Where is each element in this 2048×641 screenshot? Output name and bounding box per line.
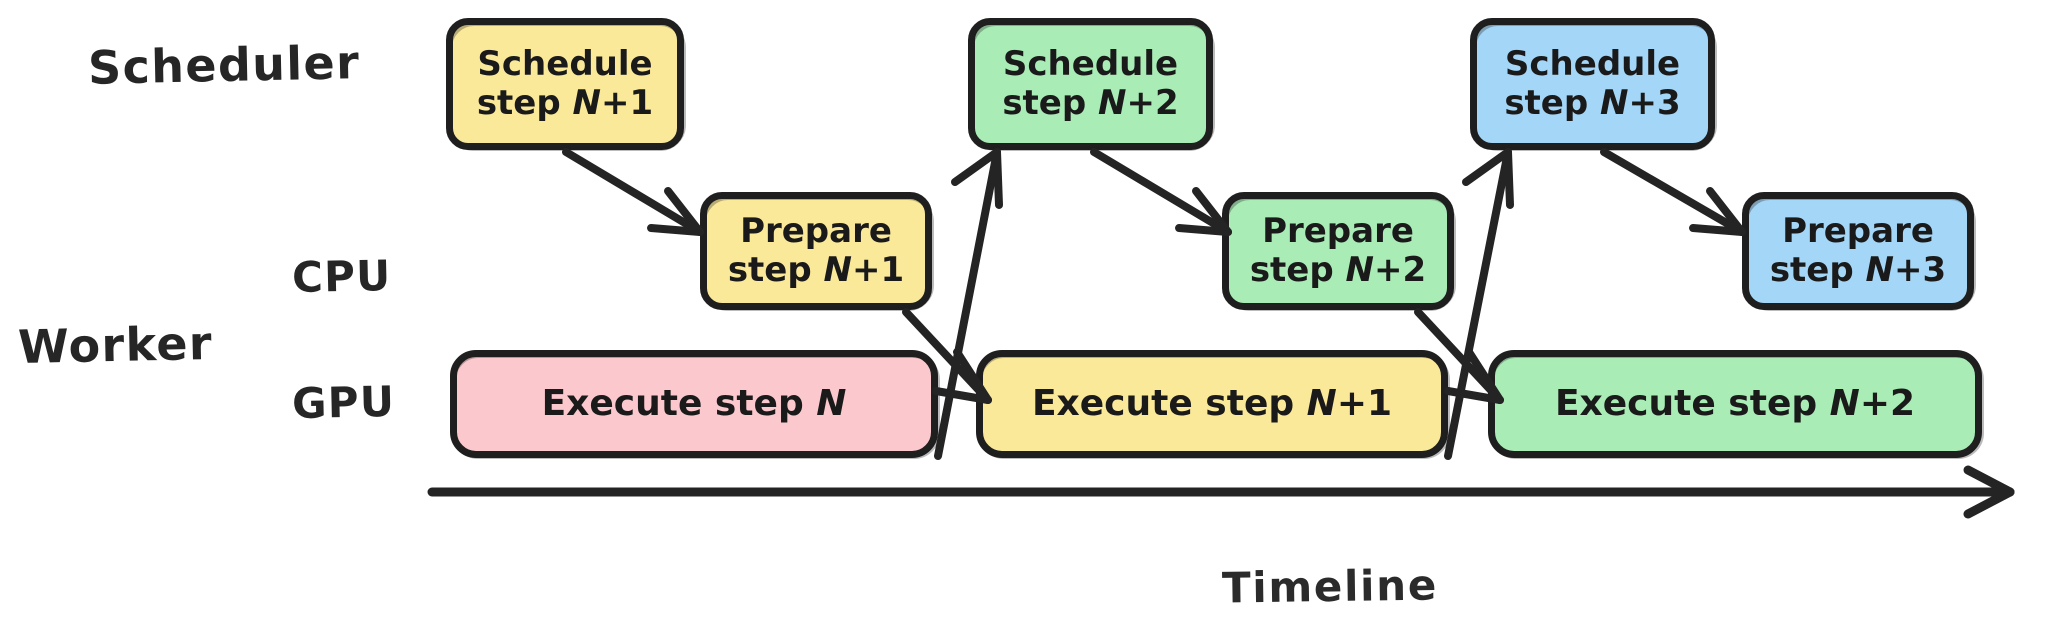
node-line-2: step N+2: [1002, 83, 1179, 123]
step-variable: N: [572, 83, 602, 123]
node-line-2: step N+3: [1504, 83, 1681, 123]
node-line-1: Prepare: [740, 210, 892, 251]
timeline-axis: [427, 465, 2015, 519]
step-variable: N: [1600, 83, 1629, 123]
step-variable: N: [1829, 383, 1860, 425]
lane-label-scheduler: Scheduler: [87, 35, 361, 95]
lane-label-cpu: CPU: [291, 250, 393, 303]
node-prepare-step-n1[interactable]: Prepare step N+1: [700, 192, 934, 311]
node-line-1: Execute step N+2: [1554, 383, 1916, 425]
node-line-1: Schedule: [1504, 43, 1681, 84]
edge-schedule-n3-to-prepare-n3: [1600, 148, 1746, 236]
node-execute-step-n1[interactable]: Execute step N+1: [976, 350, 1450, 459]
step-variable: N: [1865, 250, 1895, 290]
step-variable: N: [1345, 250, 1375, 290]
node-prepare-step-n3[interactable]: Prepare step N+3: [1742, 192, 1976, 311]
lane-label-gpu: GPU: [291, 376, 396, 429]
step-variable: N: [816, 383, 847, 425]
node-schedule-step-n2[interactable]: Schedule step N+2: [968, 18, 1215, 151]
node-schedule-step-n1[interactable]: Schedule step N+1: [446, 18, 686, 151]
edge-schedule-n1-to-prepare-n1: [562, 148, 704, 236]
step-variable: N: [1098, 83, 1127, 123]
node-execute-step-n2[interactable]: Execute step N+2: [1488, 350, 1984, 459]
node-line-1: Prepare: [1262, 210, 1414, 251]
node-line-2: step N+2: [1249, 250, 1427, 290]
node-line-2: step N+1: [727, 250, 905, 290]
edge-schedule-n2-to-prepare-n2: [1090, 148, 1232, 236]
node-line-1: Schedule: [477, 43, 653, 84]
step-variable: N: [1306, 383, 1337, 425]
node-line-1: Prepare: [1782, 210, 1934, 251]
node-prepare-step-n2[interactable]: Prepare step N+2: [1222, 192, 1456, 311]
step-variable: N: [823, 250, 853, 290]
node-line-1: Schedule: [1002, 43, 1179, 84]
node-line-1: Execute step N+1: [1031, 383, 1393, 425]
node-execute-step-n[interactable]: Execute step N: [450, 350, 940, 459]
timeline-axis-label: Timeline: [1221, 560, 1439, 613]
node-schedule-step-n3[interactable]: Schedule step N+3: [1470, 18, 1717, 151]
lane-label-worker: Worker: [17, 315, 214, 375]
node-line-2: step N+1: [476, 83, 654, 123]
node-line-1: Execute step N: [541, 383, 847, 425]
node-line-2: step N+3: [1769, 250, 1947, 290]
